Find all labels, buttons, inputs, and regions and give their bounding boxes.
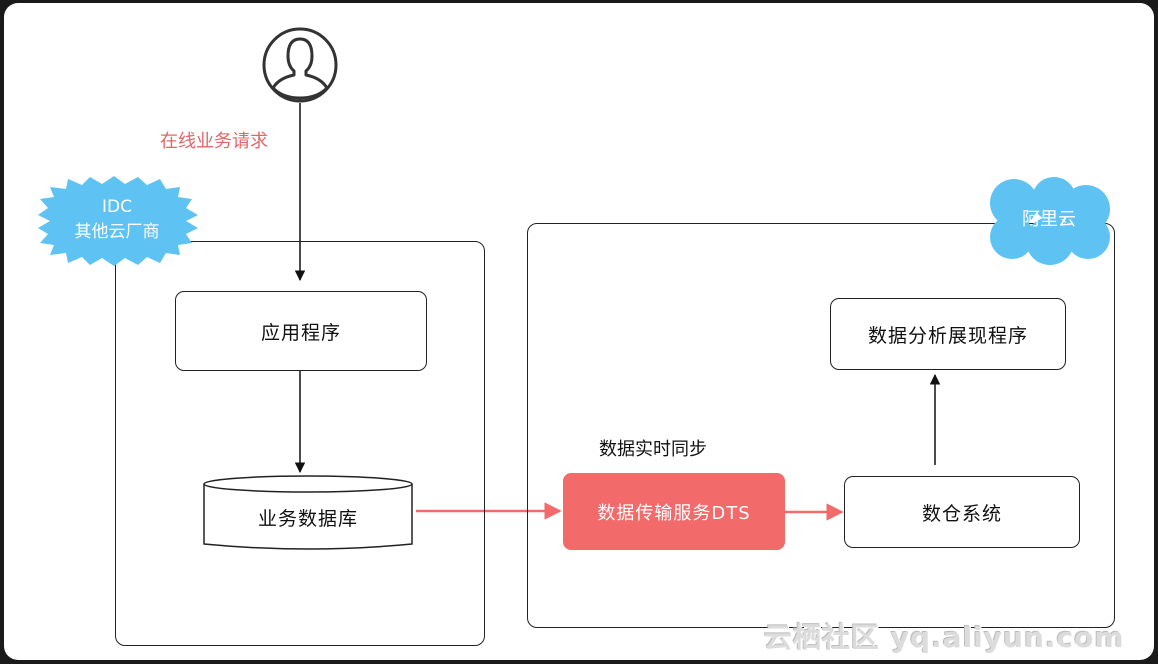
aliyun-cloud-label: 阿里云 <box>1022 209 1076 230</box>
realtime-sync-label: 数据实时同步 <box>599 439 707 460</box>
aliyun-cloud: 阿里云 <box>984 175 1114 267</box>
dts-box: 数据传输服务DTS <box>563 473 785 550</box>
diagram-canvas: 在线业务请求 IDC 其他云厂商 应用程序 业务数据库 <box>4 3 1154 660</box>
database-label: 业务数据库 <box>257 508 358 530</box>
aliyun-cloud-icon <box>990 177 1110 265</box>
online-request-label: 在线业务请求 <box>160 131 268 152</box>
analytics-label: 数据分析展现程序 <box>867 324 1028 347</box>
idc-cloud-icon <box>38 176 198 266</box>
database-icon <box>203 475 413 550</box>
application-box: 应用程序 <box>175 291 427 371</box>
analytics-box: 数据分析展现程序 <box>830 298 1066 370</box>
aliyun-panel <box>527 223 1115 628</box>
idc-panel <box>115 241 485 646</box>
idc-cloud-line1: IDC <box>102 197 132 217</box>
watermark: 云栖社区 yq.aliyun.com <box>764 621 1125 654</box>
connectors <box>294 103 941 521</box>
idc-cloud-line2: 其他云厂商 <box>74 222 160 242</box>
data-warehouse-label: 数仓系统 <box>921 502 1002 525</box>
dts-label: 数据传输服务DTS <box>597 502 751 524</box>
data-warehouse-box: 数仓系统 <box>844 476 1080 548</box>
business-database: 业务数据库 <box>202 474 414 554</box>
idc-cloud: IDC 其他云厂商 <box>30 175 204 267</box>
application-label: 应用程序 <box>260 321 341 344</box>
user-icon <box>262 27 338 103</box>
